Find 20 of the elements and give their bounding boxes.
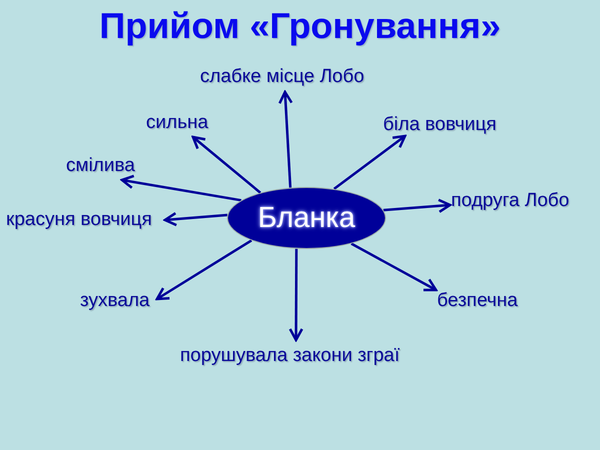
arrow — [383, 198, 452, 214]
node-label: подруга Лобо — [451, 190, 570, 212]
arrow — [333, 134, 406, 190]
arrow — [278, 90, 293, 188]
node-label: смілива — [66, 155, 135, 177]
node-label: красуня вовчиця — [6, 209, 152, 231]
node-label: біла вовчиця — [383, 114, 496, 136]
arrow — [156, 239, 252, 300]
node-label: зухвала — [80, 290, 150, 312]
title: Прийом «Гронування» — [99, 6, 501, 46]
arrow — [164, 212, 228, 226]
arrow — [350, 242, 438, 292]
node-label: Бланка — [258, 204, 356, 232]
node-label: сильна — [146, 112, 208, 134]
node-label: слабке місце Лобо — [200, 66, 364, 88]
arrow — [288, 248, 304, 342]
arrow — [192, 136, 262, 194]
node-label: порушувала закони зграї — [180, 345, 400, 367]
arrow — [120, 174, 242, 202]
node-label: безпечна — [437, 290, 518, 312]
